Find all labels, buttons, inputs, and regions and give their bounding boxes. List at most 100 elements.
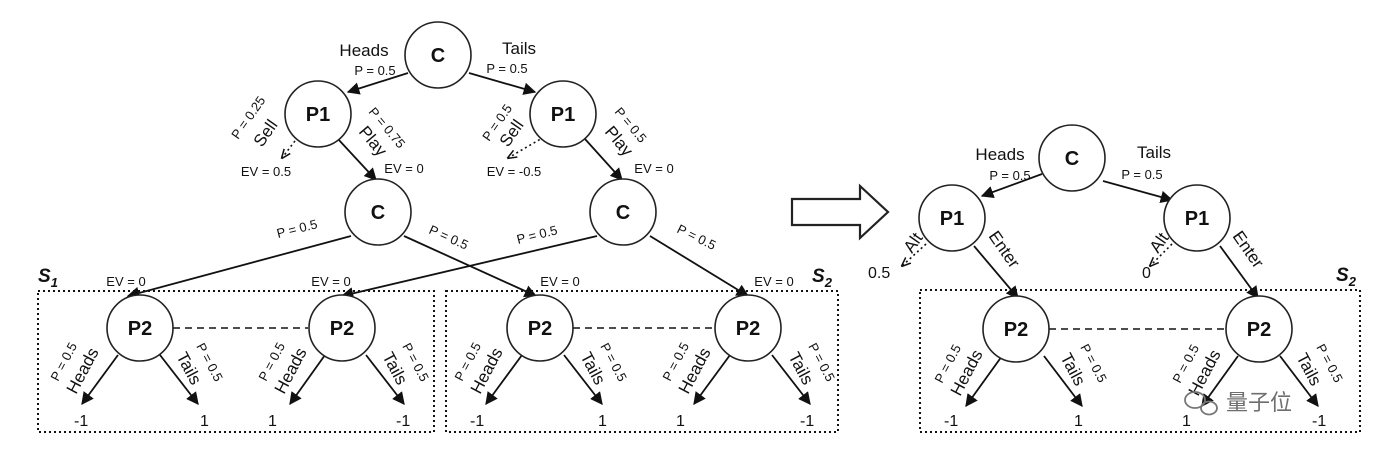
payoff-right-p2b-tails: -1 <box>1312 413 1326 430</box>
payoff-p2a-heads: -1 <box>74 413 88 430</box>
edge-c1-to-p2a <box>126 235 352 300</box>
label-ev-p2a: EV = 0 <box>106 274 145 289</box>
svg-text:P1: P1 <box>1185 208 1209 230</box>
svg-text:P2: P2 <box>1004 319 1028 341</box>
node-right-p2-b: P2 <box>1225 295 1293 363</box>
edge-right-root-tails <box>1102 180 1174 204</box>
svg-text:P2: P2 <box>128 318 152 340</box>
payoff-p2d-tails: -1 <box>800 413 814 430</box>
node-right-p1-left: P1 <box>918 184 986 252</box>
label-ev-p2d: EV = 0 <box>754 274 793 289</box>
label-p-c1-left: P = 0.5 <box>275 216 319 241</box>
edge-right-root-heads <box>980 173 1043 199</box>
payoff-p2b-heads: 1 <box>268 413 277 430</box>
edge-right-p2b-heads <box>1201 355 1239 408</box>
label-ev-sell-right: EV = -0.5 <box>487 164 542 179</box>
node-p1-right: P1 <box>529 80 597 148</box>
wechat-icon <box>1184 391 1218 416</box>
svg-text:P2: P2 <box>528 318 552 340</box>
edge-play-right <box>584 138 623 181</box>
svg-text:C: C <box>616 202 630 224</box>
left-game-tree: S1 S2 C P1 <box>37 21 839 433</box>
node-root-chance: C <box>404 21 472 89</box>
edge-right-p2b-tails <box>1279 355 1319 408</box>
edge-p2a-heads <box>81 354 119 406</box>
subgame-label-s2-right: S2 <box>1336 265 1357 289</box>
payoff-p2b-tails: -1 <box>396 413 410 430</box>
edge-p2d-tails <box>771 354 811 405</box>
node-p2-b: P2 <box>308 294 376 362</box>
svg-text:P1: P1 <box>306 104 330 126</box>
edge-root-heads <box>346 72 409 95</box>
svg-text:P1: P1 <box>940 208 964 230</box>
label-p-root-tails-left: P = 0.5 <box>486 61 527 76</box>
node-right-p2-a: P2 <box>982 295 1050 363</box>
edge-p2b-heads <box>289 354 326 406</box>
edge-right-alt-left <box>902 243 927 266</box>
node-chance-right: C <box>589 178 657 246</box>
edge-right-alt-right <box>1150 243 1173 266</box>
edge-p2c-heads <box>485 354 523 406</box>
subgame-box-s2-left <box>445 290 839 433</box>
right-game-tree: S2 C P1 P1 P2 P2 <box>868 124 1361 433</box>
edge-p2a-tails <box>159 354 199 405</box>
label-p-c1-right: P = 0.5 <box>427 222 471 253</box>
label-tails-root-right: Tails <box>1137 143 1171 162</box>
svg-text:C: C <box>1065 148 1079 170</box>
watermark: 量子位 <box>1184 390 1292 416</box>
label-ev-play-left: EV = 0 <box>384 161 423 176</box>
node-p2-c: P2 <box>506 294 574 362</box>
node-right-p1-right: P1 <box>1163 184 1231 252</box>
payoff-right-p2a-heads: -1 <box>944 413 958 430</box>
svg-text:P2: P2 <box>330 318 354 340</box>
payoff-right-p2a-tails: 1 <box>1074 413 1083 430</box>
edge-right-p2a-tails <box>1043 355 1083 408</box>
node-p1-left: P1 <box>284 80 352 148</box>
node-p2-a: P2 <box>106 294 174 362</box>
edge-right-p2a-heads <box>965 355 1003 408</box>
svg-text:C: C <box>371 202 385 224</box>
node-chance-left: C <box>344 178 412 246</box>
payoff-p2d-heads: 1 <box>676 413 685 430</box>
edge-root-tails <box>468 72 537 95</box>
payoff-alt-left: 0.5 <box>868 265 890 282</box>
label-p-root-heads-right: P = 0.5 <box>989 168 1030 183</box>
node-right-root-chance: C <box>1038 124 1106 192</box>
label-heads-root-left: Heads <box>339 41 388 60</box>
watermark-text: 量子位 <box>1226 390 1292 415</box>
edge-p2d-heads <box>693 354 731 406</box>
payoff-p2c-heads: -1 <box>470 413 484 430</box>
label-ev-sell-left: EV = 0.5 <box>241 164 291 179</box>
svg-text:P1: P1 <box>551 104 575 126</box>
svg-text:P2: P2 <box>736 318 760 340</box>
label-heads-root-right: Heads <box>975 145 1024 164</box>
edge-c2-to-p2d <box>649 235 750 297</box>
transform-arrow-icon <box>790 183 890 241</box>
label-tails-root-left: Tails <box>502 39 536 58</box>
edge-p2c-tails <box>563 354 603 405</box>
payoff-p2c-tails: 1 <box>598 413 607 430</box>
subgame-label-s1: S1 <box>38 266 58 290</box>
label-p-c2-right: P = 0.5 <box>675 221 719 253</box>
node-p2-d: P2 <box>714 294 782 362</box>
svg-text:C: C <box>431 45 445 67</box>
subgame-label-s2-left: S2 <box>812 266 833 290</box>
edge-p2b-tails <box>365 354 405 405</box>
label-p-root-heads-left: P = 0.5 <box>354 63 395 78</box>
label-ev-p2c: EV = 0 <box>540 274 579 289</box>
subgame-box-s2-right <box>919 289 1361 433</box>
edge-right-enter-left <box>973 245 1019 299</box>
label-p-root-tails-right: P = 0.5 <box>1121 167 1162 182</box>
payoff-right-p2b-heads: 1 <box>1182 413 1191 430</box>
label-ev-p2b: EV = 0 <box>311 274 350 289</box>
edge-c2-to-p2b <box>340 235 598 300</box>
edge-sell-left <box>282 136 299 158</box>
svg-text:P2: P2 <box>1247 319 1271 341</box>
payoff-p2a-tails: 1 <box>200 413 209 430</box>
edge-right-enter-right <box>1219 245 1259 300</box>
payoff-alt-right: 0 <box>1142 265 1151 282</box>
label-p-c2-left: P = 0.5 <box>515 222 559 247</box>
edge-play-left <box>337 138 377 181</box>
